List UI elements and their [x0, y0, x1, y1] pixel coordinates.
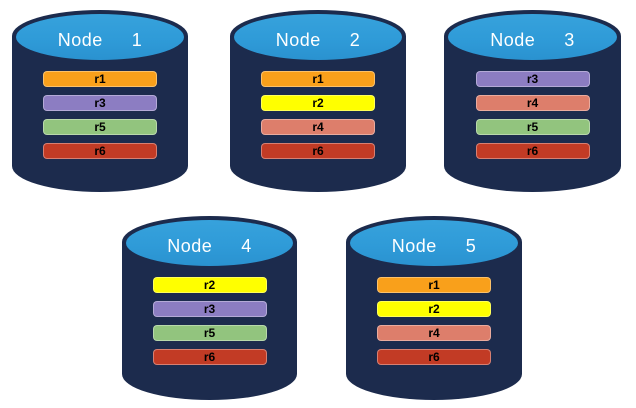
cylinder-top-ellipse: Node 3 — [448, 14, 617, 60]
cylinder-top-ellipse: Node 1 — [16, 14, 184, 60]
replica-bar-r1: r1 — [43, 71, 157, 87]
node-1-cylinder: Node 1 r1 r3 r5 r6 — [12, 10, 188, 192]
replica-bar-r4: r4 — [261, 119, 375, 135]
cylinder-top-ellipse: Node 4 — [126, 220, 293, 266]
node-title: Node 4 — [167, 236, 252, 256]
replica-bar-r2: r2 — [377, 301, 491, 317]
replica-bar-r3: r3 — [475, 71, 590, 87]
node-title: Node 2 — [275, 30, 361, 50]
node-5-cylinder: Node 5 r1 r2 r4 r6 — [346, 216, 522, 400]
node-4-cylinder: Node 4 r2 r3 r5 r6 — [122, 216, 297, 400]
node-3-cylinder: Node 3 r3 r4 r5 r6 — [444, 10, 621, 192]
replica-bar-r3: r3 — [43, 95, 157, 111]
node-2-cylinder: Node 2 r1 r2 r4 r6 — [230, 10, 406, 192]
replica-bar-r6: r6 — [475, 143, 590, 159]
cylinder-top-ellipse: Node 5 — [350, 220, 518, 266]
replica-bar-r6: r6 — [43, 143, 157, 159]
replica-bar-r3: r3 — [152, 301, 267, 317]
replica-bar-r5: r5 — [475, 119, 590, 135]
replica-bar-r6: r6 — [261, 143, 375, 159]
node-title: Node 3 — [490, 30, 575, 50]
cylinder-top-ellipse: Node 2 — [234, 14, 402, 60]
replica-bar-r6: r6 — [377, 349, 491, 365]
node-title: Node 1 — [57, 30, 143, 50]
replica-bar-r2: r2 — [261, 95, 375, 111]
replica-bar-r2: r2 — [152, 277, 267, 293]
replica-bar-r4: r4 — [377, 325, 491, 341]
replica-bar-r4: r4 — [475, 95, 590, 111]
node-title: Node 5 — [391, 236, 477, 256]
replica-bar-r1: r1 — [261, 71, 375, 87]
replica-bar-r1: r1 — [377, 277, 491, 293]
replica-bar-r5: r5 — [152, 325, 267, 341]
replica-bar-r5: r5 — [43, 119, 157, 135]
replica-bar-r6: r6 — [152, 349, 267, 365]
